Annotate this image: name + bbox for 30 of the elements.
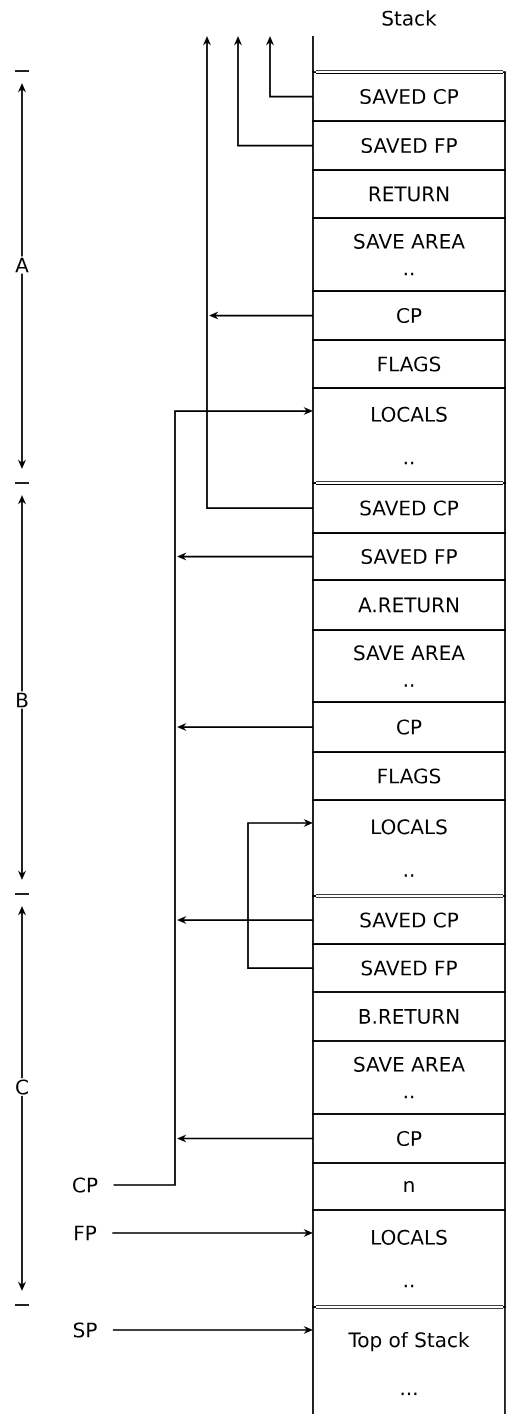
stack-cell: FLAGS bbox=[312, 751, 506, 801]
stack-cell: LOCALS .. bbox=[312, 1209, 506, 1308]
stack-cell: B.RETURN bbox=[312, 991, 506, 1042]
stack-cell: LOCALS .. bbox=[312, 799, 506, 897]
stack-cell: Top of Stack ... bbox=[312, 1306, 506, 1414]
stack-cell: RETURN bbox=[312, 169, 506, 219]
register-label: SP bbox=[73, 1322, 97, 1338]
stack-cell: A.RETURN bbox=[312, 579, 506, 631]
dimension-letter: C bbox=[13, 1078, 31, 1096]
register-label: FP bbox=[75, 1225, 97, 1241]
stack-cell: n bbox=[312, 1162, 506, 1211]
stack-cell: SAVE AREA .. bbox=[312, 1040, 506, 1115]
stack-cell: SAVED FP bbox=[312, 943, 506, 993]
stack-cell: SAVE AREA .. bbox=[312, 217, 506, 292]
stack-cell: CP bbox=[312, 1113, 506, 1164]
stack-cell: SAVED CP bbox=[312, 482, 506, 534]
stack-cell: LOCALS .. bbox=[312, 387, 506, 484]
arrow bbox=[247, 818, 314, 969]
stack-cell: CP bbox=[312, 290, 506, 341]
stack-cell: SAVED FP bbox=[312, 120, 506, 171]
dimension-letter: B bbox=[13, 691, 31, 709]
stack-cell: SAVED CP bbox=[312, 895, 506, 945]
stack-cell: FLAGS bbox=[312, 339, 506, 389]
stack-cell: SAVE AREA .. bbox=[312, 629, 506, 703]
stack-cell: SAVED FP bbox=[312, 532, 506, 581]
column-heading: Stack bbox=[382, 10, 437, 26]
stack-cell: CP bbox=[312, 701, 506, 753]
register-label: CP bbox=[73, 1177, 98, 1193]
stack-cell: SAVED CP bbox=[312, 71, 506, 122]
dimension-letter: A bbox=[13, 256, 31, 274]
